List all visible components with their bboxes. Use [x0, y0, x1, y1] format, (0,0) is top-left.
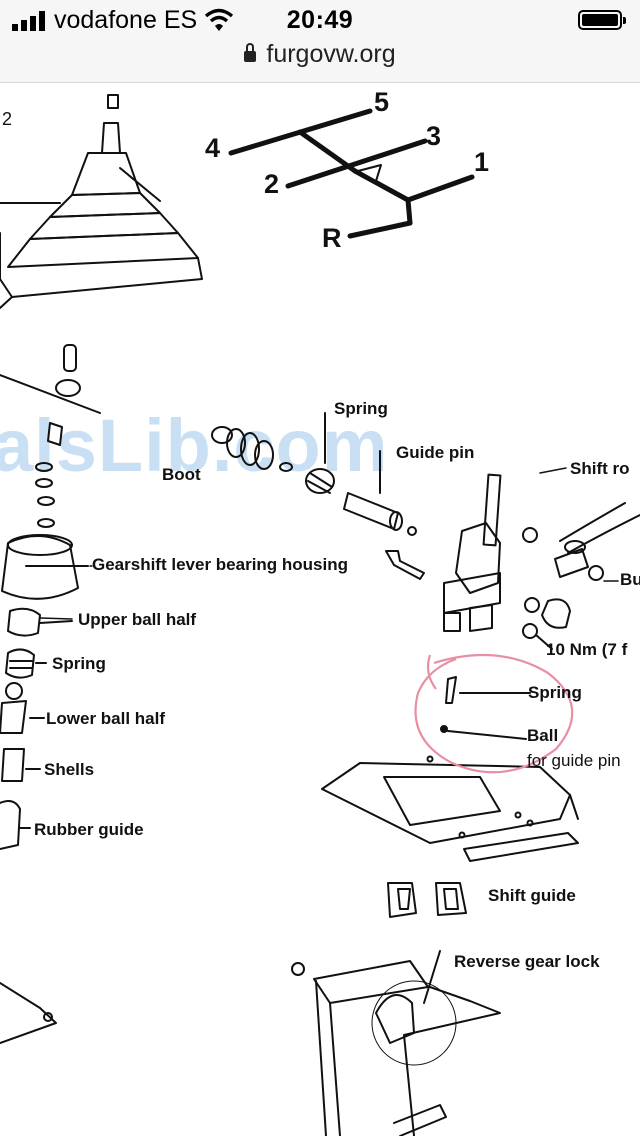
- left-parts: [0, 344, 101, 850]
- battery-icon: [578, 10, 626, 30]
- carrier-name: vodafone ES: [54, 6, 198, 34]
- label-shift-guide: Shift guide: [488, 886, 576, 905]
- label-lower-ball-half: Lower ball half: [46, 709, 166, 728]
- label-bush: Bu: [620, 570, 640, 589]
- gear-2-label: 2: [264, 169, 280, 199]
- shift-lever-assembly: [443, 473, 640, 650]
- label-spring-right: Spring: [528, 683, 582, 702]
- gearshift-diagram: [0, 94, 640, 1136]
- label-shells: Shells: [44, 760, 95, 779]
- label-guide-pin: Guide pin: [396, 443, 475, 462]
- watermark-text: alsLib.com: [0, 404, 389, 487]
- page-number: 2: [2, 109, 13, 129]
- web-page-content[interactable]: alsLib.com: [0, 83, 640, 1136]
- leader-lines: [39, 467, 619, 620]
- clock-time: 20:49: [286, 6, 354, 34]
- label-torque: 10 Nm (7 f: [546, 640, 628, 659]
- label-boot: Boot: [162, 465, 201, 484]
- wifi-icon: [204, 8, 234, 31]
- address-bar[interactable]: furgovw.org: [0, 40, 640, 69]
- cell-signal-icon: [12, 11, 45, 31]
- label-upper-ball-half: Upper ball half: [78, 610, 197, 629]
- gear-r-label: R: [322, 223, 342, 253]
- guide-plate: [321, 676, 579, 862]
- label-ball: Ball: [527, 726, 559, 745]
- label-shift-rod: Shift ro: [570, 459, 630, 478]
- label-reverse-gear-lock: Reverse gear lock: [454, 952, 600, 971]
- label-spring-top: Spring: [334, 399, 388, 418]
- label-spring-left: Spring: [52, 654, 106, 673]
- bottom-left-plate: [0, 982, 57, 1044]
- gear-1-label: 1: [474, 147, 490, 177]
- label-ball-sub: for guide pin: [527, 751, 621, 770]
- gear-4-label: 4: [205, 133, 221, 163]
- lock-icon: [244, 43, 257, 62]
- ios-status-bar: vodafone ES 20:49 furgovw.org: [0, 0, 640, 83]
- gear-5-label: 5: [374, 87, 390, 117]
- annotation-circle: [414, 653, 574, 774]
- gear-3-label: 3: [426, 121, 442, 151]
- boot-gaiter-drawing: [0, 94, 203, 309]
- shift-guides: [387, 882, 467, 918]
- reverse-lock-housing: [291, 950, 501, 1136]
- label-bearing-housing: Gearshift lever bearing housing: [92, 555, 349, 574]
- url-text: furgovw.org: [266, 40, 396, 68]
- label-rubber-guide: Rubber guide: [34, 820, 144, 839]
- center-parts: [211, 412, 425, 580]
- gear-pattern-lines: [228, 108, 475, 239]
